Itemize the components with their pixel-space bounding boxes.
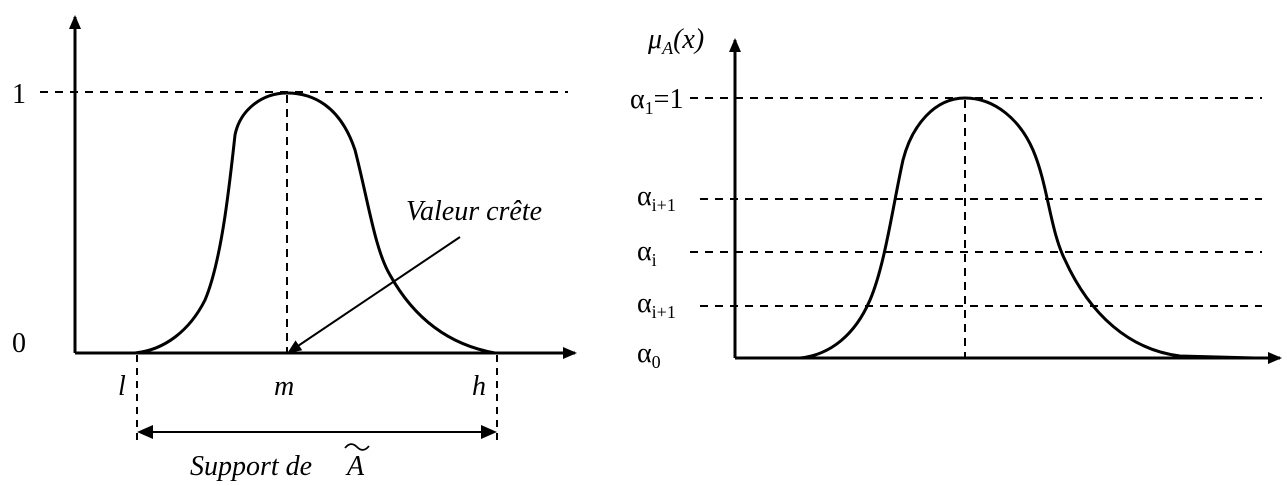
left-membership-curve bbox=[75, 91, 560, 355]
peak-annotation-arrow bbox=[287, 236, 461, 354]
left-membership-diagram: 1 0 l m h Valeur crête Support de A bbox=[12, 15, 577, 482]
alpha-mid-subscript: i bbox=[652, 250, 657, 270]
support-set-symbol: A bbox=[345, 451, 365, 482]
mu-argument: (x) bbox=[673, 24, 704, 55]
x-label-h: h bbox=[472, 371, 486, 402]
alpha-label-top: α1=1 bbox=[630, 84, 683, 118]
alpha-symbol: α bbox=[637, 338, 652, 369]
mu-symbol: μ bbox=[647, 24, 662, 55]
right-membership-curve bbox=[735, 96, 1256, 360]
alpha-symbol: α bbox=[637, 181, 652, 212]
alpha-symbol: α bbox=[637, 236, 652, 267]
left-y-tick-zero: 0 bbox=[12, 328, 26, 359]
right-y-axis-label: μA(x) bbox=[647, 24, 704, 58]
support-arrowhead-right bbox=[481, 425, 497, 439]
alpha-bottom-subscript: 0 bbox=[652, 352, 661, 372]
x-label-m: m bbox=[274, 371, 294, 402]
alpha-symbol: α bbox=[637, 288, 652, 319]
support-arrowhead-left bbox=[137, 425, 153, 439]
support-tilde-mark bbox=[344, 443, 370, 451]
alpha-label-lower: αi+1 bbox=[637, 288, 676, 322]
left-y-tick-one: 1 bbox=[12, 79, 26, 110]
alpha-label-mid: αi bbox=[637, 236, 657, 270]
alpha-symbol: α bbox=[630, 84, 645, 115]
alpha-lower-subscript: i+1 bbox=[652, 302, 676, 322]
alpha-label-bottom: α0 bbox=[637, 338, 661, 372]
x-label-l: l bbox=[118, 371, 126, 402]
alpha-upper-subscript: i+1 bbox=[652, 195, 676, 215]
peak-annotation-label: Valeur crête bbox=[406, 196, 542, 227]
right-alpha-cut-diagram: μA(x) α1=1 αi+1 αi αi+1 α0 bbox=[630, 24, 1282, 372]
mu-subscript: A bbox=[661, 38, 674, 58]
alpha-top-subscript: 1 bbox=[645, 98, 654, 118]
alpha-label-upper: αi+1 bbox=[637, 181, 676, 215]
support-label: Support de bbox=[190, 451, 312, 482]
alpha-top-equals: =1 bbox=[654, 84, 684, 115]
